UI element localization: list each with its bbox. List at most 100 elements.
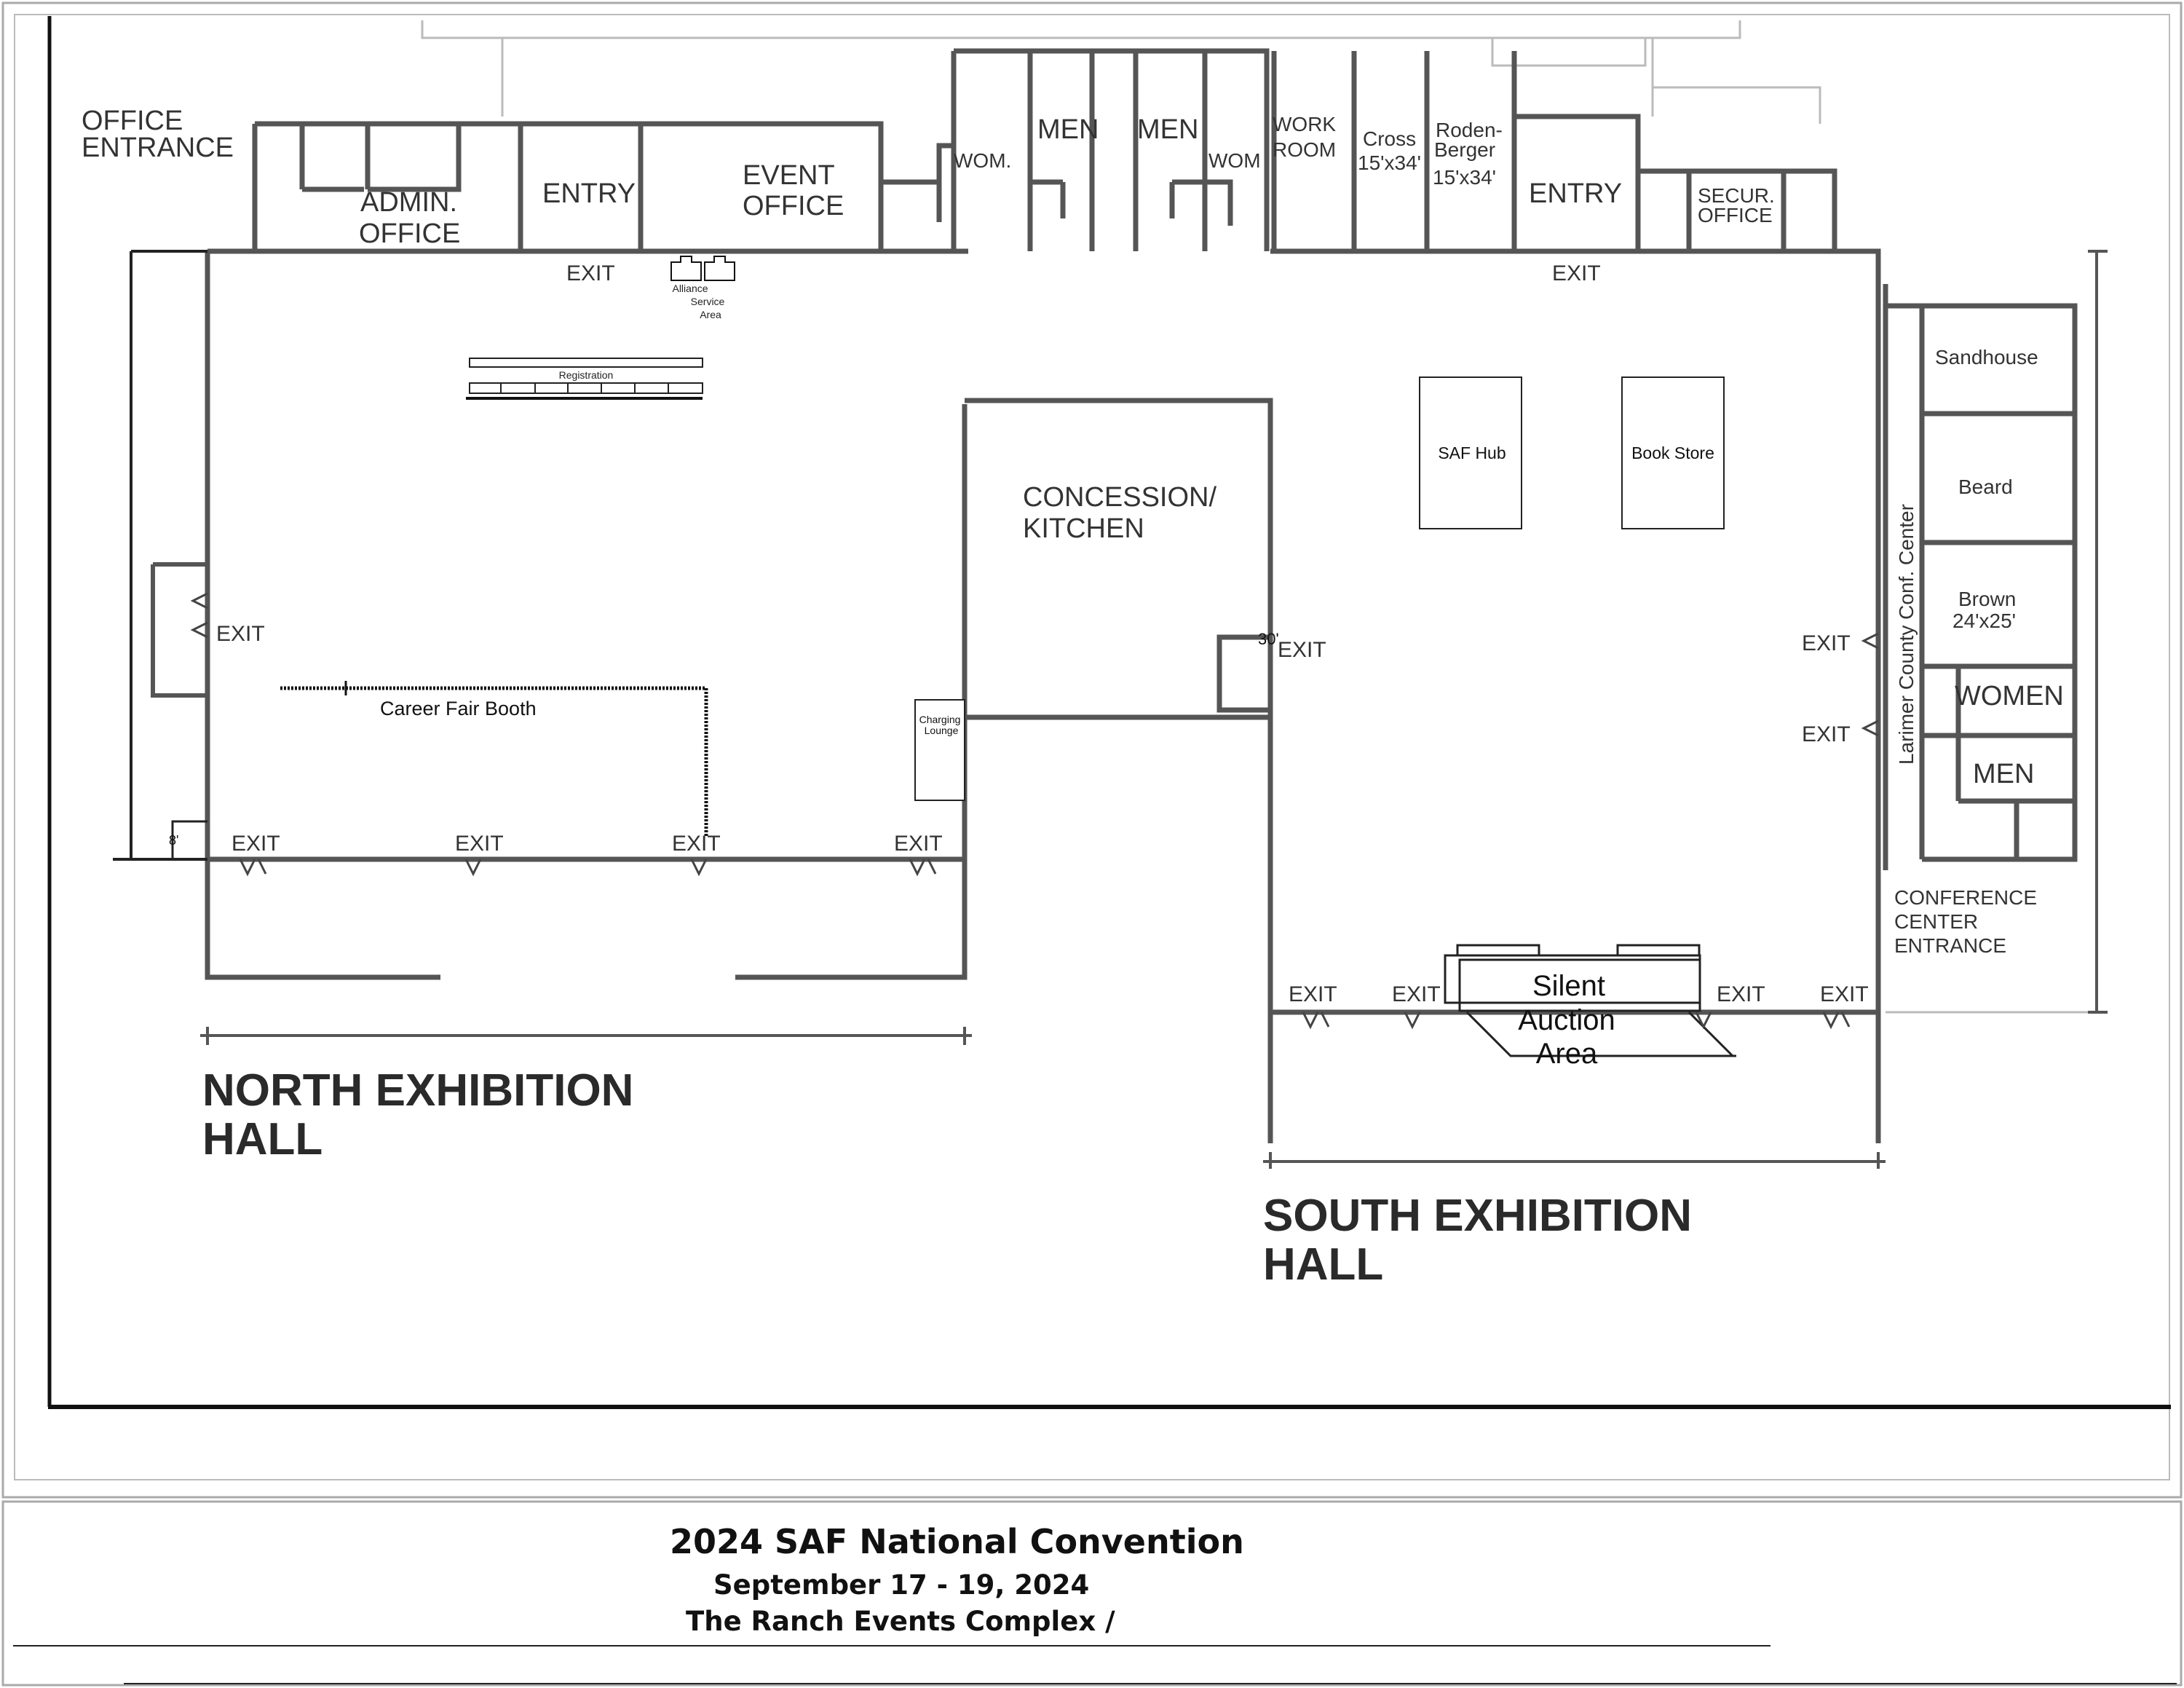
exit-south-1: EXIT bbox=[1289, 982, 1337, 1006]
security-office-label: SECUR. OFFICE bbox=[1698, 184, 1775, 226]
silent-auction-label: Silent Auction Area bbox=[1518, 970, 1615, 1070]
svg-text:Area: Area bbox=[1536, 1038, 1598, 1070]
eight-ft-dimension: 8' bbox=[169, 833, 178, 848]
svg-text:15'x34': 15'x34' bbox=[1433, 166, 1496, 189]
exit-north-4: EXIT bbox=[894, 832, 943, 856]
exit-kitchen: EXIT bbox=[1278, 638, 1326, 662]
footer-venue: The Ranch Events Complex / bbox=[686, 1606, 1115, 1637]
svg-text:Cross: Cross bbox=[1363, 127, 1416, 150]
women-right-label: WOMEN bbox=[1955, 681, 2064, 711]
svg-text:SECUR.: SECUR. bbox=[1698, 184, 1775, 207]
brown-room-label: Brown 24'x25' bbox=[1952, 588, 2016, 632]
exit-top-right: EXIT bbox=[1552, 261, 1601, 285]
page-frame bbox=[1, 1, 2183, 1499]
womens-right-label: WOM bbox=[1208, 149, 1261, 172]
conference-wing-walls bbox=[1883, 284, 2078, 870]
charging-lounge-label: Charging Lounge bbox=[919, 714, 961, 736]
svg-text:HALL: HALL bbox=[202, 1114, 323, 1164]
men-right-label: MEN bbox=[1973, 759, 2034, 789]
south-hall-walls bbox=[1267, 248, 1881, 1143]
svg-text:Lounge: Lounge bbox=[925, 725, 959, 736]
exit-west: EXIT bbox=[216, 622, 265, 646]
work-room-label: WORK ROOM bbox=[1273, 113, 1336, 161]
svg-text:ENTRANCE: ENTRANCE bbox=[1894, 934, 2006, 957]
svg-text:EVENT: EVENT bbox=[743, 160, 835, 191]
saf-hub-box bbox=[1419, 376, 1522, 529]
svg-text:Berger: Berger bbox=[1434, 138, 1495, 161]
top-rooms bbox=[252, 48, 1837, 251]
svg-text:OFFICE: OFFICE bbox=[1698, 204, 1773, 226]
concession-walls bbox=[965, 398, 1273, 720]
svg-text:ADMIN.: ADMIN. bbox=[360, 187, 457, 218]
alliance-booths bbox=[670, 256, 735, 281]
entry-right-label: ENTRY bbox=[1529, 178, 1622, 209]
concession-label: CONCESSION/ KITCHEN bbox=[1023, 482, 1216, 544]
event-office-label: EVENT OFFICE bbox=[743, 160, 844, 221]
inner-frame bbox=[14, 14, 2170, 1480]
exit-north-1: EXIT bbox=[232, 832, 280, 856]
svg-text:WORK: WORK bbox=[1273, 113, 1336, 135]
mens-right-label: MEN bbox=[1137, 114, 1198, 145]
exit-east-1: EXIT bbox=[1802, 631, 1851, 655]
door-markers bbox=[190, 592, 1879, 1030]
svg-text:OFFICE: OFFICE bbox=[82, 106, 183, 136]
conference-entrance-label: CONFERENCE CENTER ENTRANCE bbox=[1894, 886, 2037, 957]
svg-text:Brown: Brown bbox=[1958, 588, 2016, 610]
svg-text:NORTH EXHIBITION: NORTH EXHIBITION bbox=[202, 1065, 633, 1116]
svg-text:HALL: HALL bbox=[1263, 1239, 1383, 1290]
alliance-service-label: Alliance Service Area bbox=[672, 283, 724, 320]
rodenberger-room-label: Roden- Berger 15'x34' bbox=[1433, 119, 1503, 189]
eight-ft-box bbox=[171, 820, 207, 859]
svg-text:24'x25': 24'x25' bbox=[1952, 610, 2016, 632]
exit-south-4: EXIT bbox=[1820, 982, 1869, 1006]
north-west-vestibule bbox=[151, 562, 207, 698]
svg-text:CONFERENCE: CONFERENCE bbox=[1894, 886, 2037, 909]
registration-label: Registration bbox=[559, 369, 614, 381]
south-hall-label: SOUTH EXHIBITION HALL bbox=[1263, 1191, 1692, 1290]
charging-lounge-box bbox=[914, 699, 965, 801]
north-hall-label: NORTH EXHIBITION HALL bbox=[202, 1065, 633, 1164]
svg-text:Charging: Charging bbox=[919, 714, 961, 725]
footer-title: 2024 SAF National Convention bbox=[670, 1522, 1244, 1561]
mens-left-label: MEN bbox=[1037, 114, 1099, 145]
registration-counter bbox=[469, 358, 703, 394]
footer-dates: September 17 - 19, 2024 bbox=[713, 1569, 1090, 1601]
dimension-lines bbox=[200, 250, 2108, 1169]
top-outline bbox=[421, 20, 1821, 124]
svg-text:Alliance: Alliance bbox=[672, 283, 708, 294]
svg-text:KITCHEN: KITCHEN bbox=[1023, 513, 1144, 544]
svg-text:CENTER: CENTER bbox=[1894, 910, 1978, 933]
exit-south-3: EXIT bbox=[1717, 982, 1765, 1006]
beard-label: Beard bbox=[1958, 476, 2013, 498]
footer-frame bbox=[1, 1500, 2183, 1687]
svg-text:OFFICE: OFFICE bbox=[743, 191, 844, 221]
svg-text:Silent: Silent bbox=[1532, 970, 1605, 1002]
exit-south-2: EXIT bbox=[1392, 982, 1441, 1006]
entry-left-label: ENTRY bbox=[542, 178, 636, 209]
svg-text:Auction: Auction bbox=[1518, 1004, 1615, 1036]
book-store-box bbox=[1621, 376, 1725, 529]
cross-room-label: Cross 15'x34' bbox=[1358, 127, 1421, 174]
svg-text:15'x34': 15'x34' bbox=[1358, 151, 1421, 174]
exit-north-2: EXIT bbox=[455, 832, 504, 856]
exit-east-2: EXIT bbox=[1802, 722, 1851, 746]
svg-text:ROOM: ROOM bbox=[1273, 138, 1336, 161]
office-entrance-label: OFFICE ENTRANCE bbox=[82, 106, 234, 163]
north-west-annex bbox=[113, 250, 207, 861]
sandhouse-label: Sandhouse bbox=[1935, 346, 2038, 368]
svg-text:OFFICE: OFFICE bbox=[359, 218, 460, 249]
silent-auction-structure bbox=[1444, 944, 1736, 1057]
svg-text:Service: Service bbox=[691, 296, 725, 307]
svg-text:CONCESSION/: CONCESSION/ bbox=[1023, 482, 1216, 513]
book-store-label: Book Store bbox=[1631, 443, 1714, 462]
svg-text:SOUTH EXHIBITION: SOUTH EXHIBITION bbox=[1263, 1191, 1692, 1241]
saf-hub-label: SAF Hub bbox=[1438, 443, 1506, 462]
exit-top-left: EXIT bbox=[566, 261, 615, 285]
svg-text:ENTRANCE: ENTRANCE bbox=[82, 133, 234, 163]
svg-text:Area: Area bbox=[700, 309, 721, 320]
larimer-center-label: Larimer County Conf. Center bbox=[1895, 504, 1918, 765]
womens-left-label: WOM. bbox=[954, 149, 1011, 172]
thirty-ft-dimension: 30' bbox=[1258, 630, 1279, 648]
career-fair-line bbox=[280, 686, 708, 836]
